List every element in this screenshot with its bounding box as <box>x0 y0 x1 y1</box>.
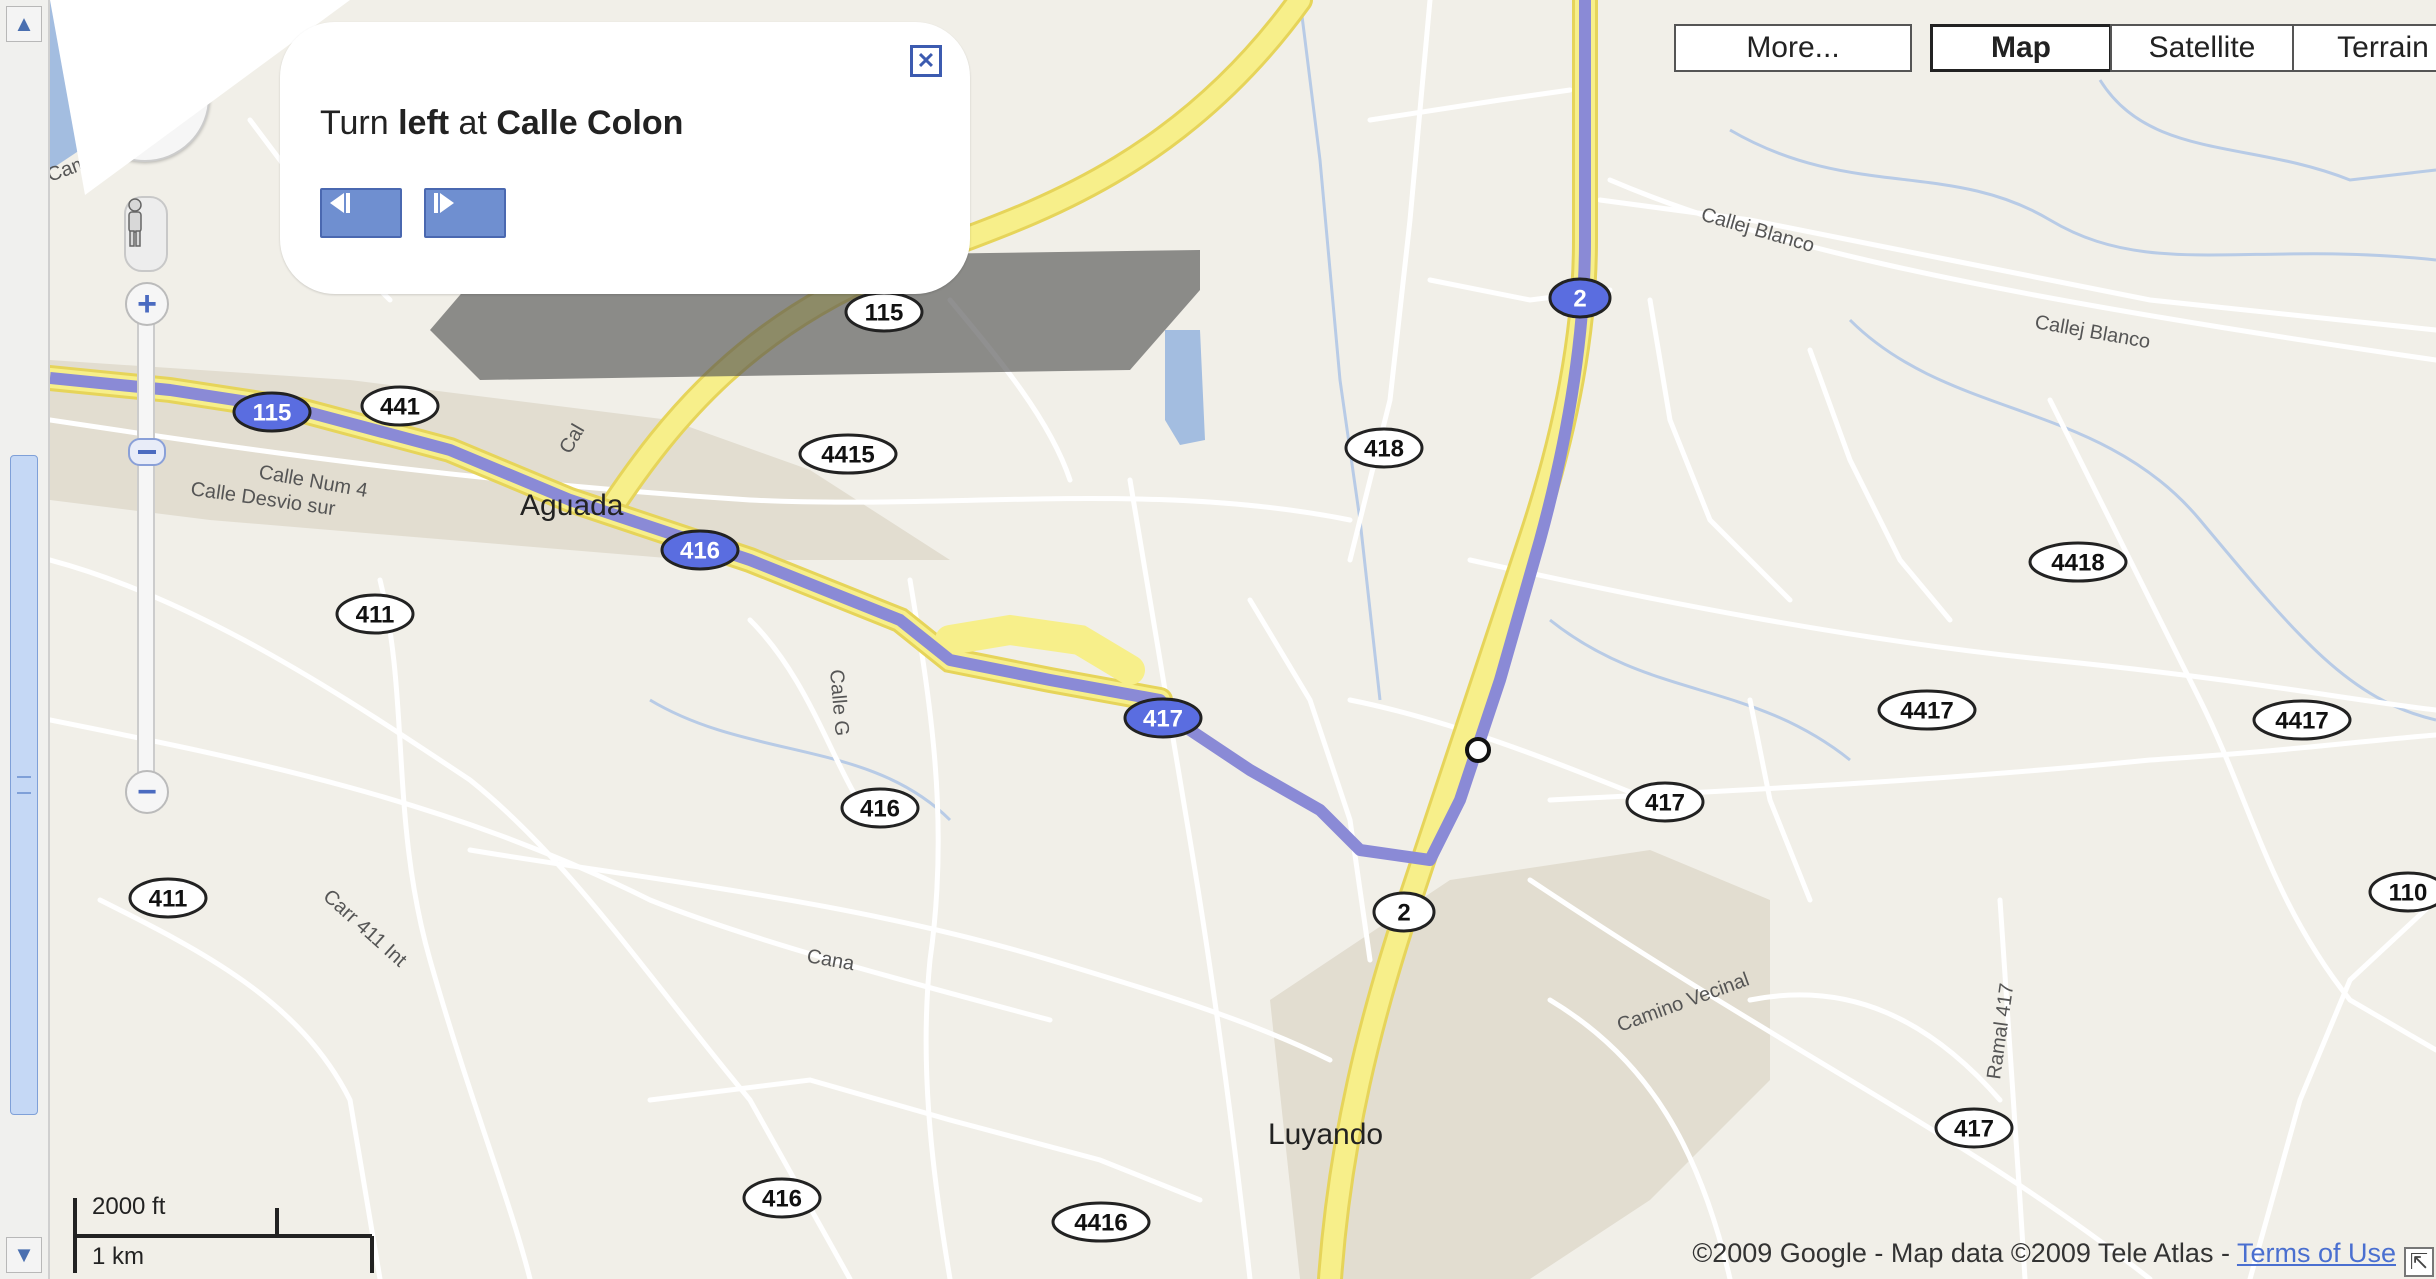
streams <box>649 0 2436 822</box>
shield-416-c-label: 416 <box>762 1186 802 1213</box>
route-shields: 115 441 115 4415 416 411 418 417 416 411… <box>128 277 2436 1243</box>
previous-step-button[interactable] <box>320 188 402 238</box>
map-type-satellite-button[interactable]: Satellite <box>2110 24 2294 72</box>
close-icon[interactable]: ✕ <box>910 45 942 77</box>
shield-418 <box>1344 427 1424 469</box>
shield-416-label: 416 <box>680 538 720 565</box>
shield-416-b-label: 416 <box>860 796 900 823</box>
street-label-callej-blanco: Callej Blanco <box>1699 204 1817 257</box>
scale-km-label: 1 km <box>92 1243 145 1270</box>
shield-4418 <box>2028 541 2128 583</box>
next-step-icon <box>434 193 454 213</box>
shield-411 <box>335 593 415 635</box>
pond <box>1165 330 1205 445</box>
shield-441 <box>360 385 440 427</box>
shield-110-label: 110 <box>2389 880 2428 907</box>
shield-4418-label: 4418 <box>2051 550 2104 577</box>
vertical-scrollbar[interactable]: ▲ ▼ <box>0 0 50 1279</box>
scroll-grip-icon <box>17 776 31 794</box>
shield-4416 <box>1051 1201 1151 1243</box>
shield-417-b-label: 417 <box>1645 790 1685 817</box>
scroll-up-icon[interactable]: ▲ <box>6 6 42 42</box>
zoom-slider-handle[interactable] <box>128 438 166 466</box>
shield-4416-label: 4416 <box>1074 1210 1127 1237</box>
zoom-track[interactable] <box>137 290 155 800</box>
street-label-calle-g: Calle G <box>825 669 853 737</box>
shield-4417-b-label: 4417 <box>2275 708 2328 735</box>
shield-110 <box>2368 871 2436 913</box>
pegman-icon <box>128 198 142 247</box>
shield-416-c <box>742 1177 822 1219</box>
shield-115-blue <box>232 391 312 433</box>
shield-441-label: 441 <box>380 394 420 421</box>
shield-417-blue <box>1123 697 1203 739</box>
town-label-luyando: Luyando <box>1268 1118 1383 1151</box>
direction-step-text: Turn left at Calle Colon <box>320 104 683 143</box>
scale-bar-lines <box>73 1198 374 1273</box>
street-label-callej-blanco-2: Callej Blanco <box>2033 311 2152 353</box>
shield-2-b-label: 2 <box>1397 900 1410 927</box>
overview-map-toggle-icon[interactable]: ⇱ <box>2404 1247 2434 1277</box>
shield-417-b <box>1625 781 1705 823</box>
infowindow-tail <box>50 0 350 195</box>
scale-feet-label: 2000 ft <box>92 1193 166 1220</box>
shield-4415 <box>798 433 898 475</box>
shield-2-blue <box>1548 277 1612 319</box>
shield-417-c <box>1934 1107 2014 1149</box>
step-text-at: at <box>449 104 497 142</box>
shield-411-label: 411 <box>356 602 395 629</box>
shield-4417-label: 4417 <box>1900 698 1953 725</box>
directions-infowindow <box>280 22 970 294</box>
shield-2-label: 2 <box>1573 286 1586 313</box>
map-tiles: 115 441 115 4415 416 411 418 417 416 411… <box>50 0 2436 1279</box>
map-type-map-button[interactable]: Map <box>1930 24 2112 72</box>
step-marker[interactable] <box>1465 737 1491 763</box>
previous-step-icon <box>330 193 350 213</box>
shield-115-label: 115 <box>253 400 292 427</box>
shield-416-blue <box>660 529 740 571</box>
scroll-down-icon[interactable]: ▼ <box>6 1237 42 1273</box>
next-step-button[interactable] <box>424 188 506 238</box>
step-text-turn: Turn <box>320 104 399 142</box>
pegman-control[interactable] <box>124 196 168 272</box>
shield-417-label: 417 <box>1143 706 1183 733</box>
shield-4415-label: 4415 <box>821 442 874 469</box>
shield-4417-b <box>2252 699 2352 741</box>
copyright-text: ©2009 Google - Map data ©2009 Tele Atlas… <box>1692 1238 2237 1268</box>
shield-4417 <box>1877 689 1977 731</box>
shield-2-b <box>1372 891 1436 933</box>
shield-416 <box>840 787 920 829</box>
scale-bar: 2000 ft 1 km <box>72 1188 422 1279</box>
shield-411-b <box>128 877 208 919</box>
shield-115-b-label: 115 <box>865 300 904 327</box>
shield-418-label: 418 <box>1364 436 1404 463</box>
zoom-out-button[interactable]: − <box>125 770 169 814</box>
step-text-direction: left <box>398 104 450 142</box>
copyright-notice: ©2009 Google - Map data ©2009 Tele Atlas… <box>1692 1238 2396 1269</box>
zoom-in-button[interactable]: + <box>125 282 169 326</box>
map-type-terrain-button[interactable]: Terrain <box>2292 24 2436 72</box>
shield-417-c-label: 417 <box>1954 1116 1994 1143</box>
town-label-aguada: Aguada <box>520 489 624 522</box>
zoom-slider-grip-icon <box>138 450 156 454</box>
map-canvas[interactable]: 115 441 115 4415 416 411 418 417 416 411… <box>50 0 2436 1279</box>
terms-of-use-link[interactable]: Terms of Use <box>2236 1238 2396 1268</box>
shield-411-b-label: 411 <box>149 886 188 913</box>
scroll-thumb[interactable] <box>10 455 38 1115</box>
street-label-carr-411: Carr 411 Int <box>319 885 411 971</box>
step-text-street: Calle Colon <box>496 104 684 142</box>
street-label-cana: Cana <box>805 945 857 975</box>
more-button[interactable]: More... <box>1674 24 1912 72</box>
